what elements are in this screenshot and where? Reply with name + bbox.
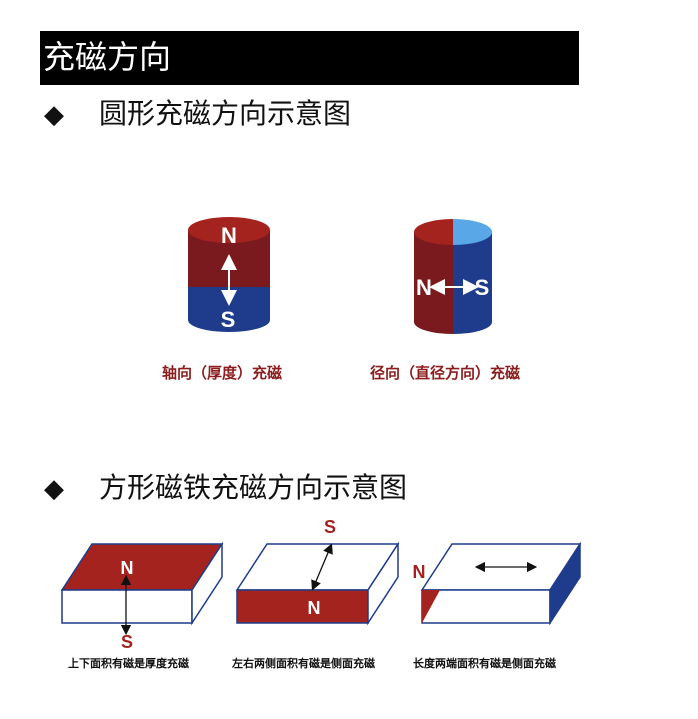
diamond-bullet-icon: ◆ — [44, 100, 64, 130]
box2-caption: 左右两侧面积有磁是侧面充磁 — [232, 657, 375, 670]
box3-north-label: N — [413, 562, 426, 582]
square-heading-text: 方形磁铁充磁方向示意图 — [99, 471, 408, 504]
axial-caption: 轴向（厚度）充磁 — [162, 364, 283, 382]
radial-caption: 径向（直径方向）充磁 — [370, 364, 521, 382]
box1-north-label: N — [121, 558, 134, 578]
box2-south-label: S — [324, 517, 336, 537]
box1-south-label: S — [121, 632, 133, 652]
radial-cylinder: N S — [414, 219, 492, 334]
box2-north-label: N — [308, 598, 321, 618]
box-thickness: N S — [60, 541, 224, 652]
box3-caption: 长度两端面积有磁是侧面充磁 — [413, 657, 556, 670]
page-title-bar: 充磁方向 — [40, 31, 579, 85]
axial-north-label: N — [221, 223, 237, 248]
box-side: S N — [235, 517, 400, 626]
box1-caption: 上下面积有磁是厚度充磁 — [68, 657, 189, 670]
page-title: 充磁方向 — [43, 38, 172, 76]
box-ends: N — [413, 541, 582, 626]
round-heading-text: 圆形充磁方向示意图 — [99, 97, 352, 130]
square-magnet-heading: ◆ 方形磁铁充磁方向示意图 — [44, 472, 407, 505]
diamond-bullet-icon: ◆ — [44, 474, 64, 504]
radial-north-label: N — [416, 275, 432, 300]
axial-cylinder: N S — [188, 217, 270, 332]
axial-south-label: S — [221, 307, 236, 332]
round-magnet-heading: ◆ 圆形充磁方向示意图 — [44, 98, 351, 131]
radial-south-label: S — [475, 275, 490, 300]
